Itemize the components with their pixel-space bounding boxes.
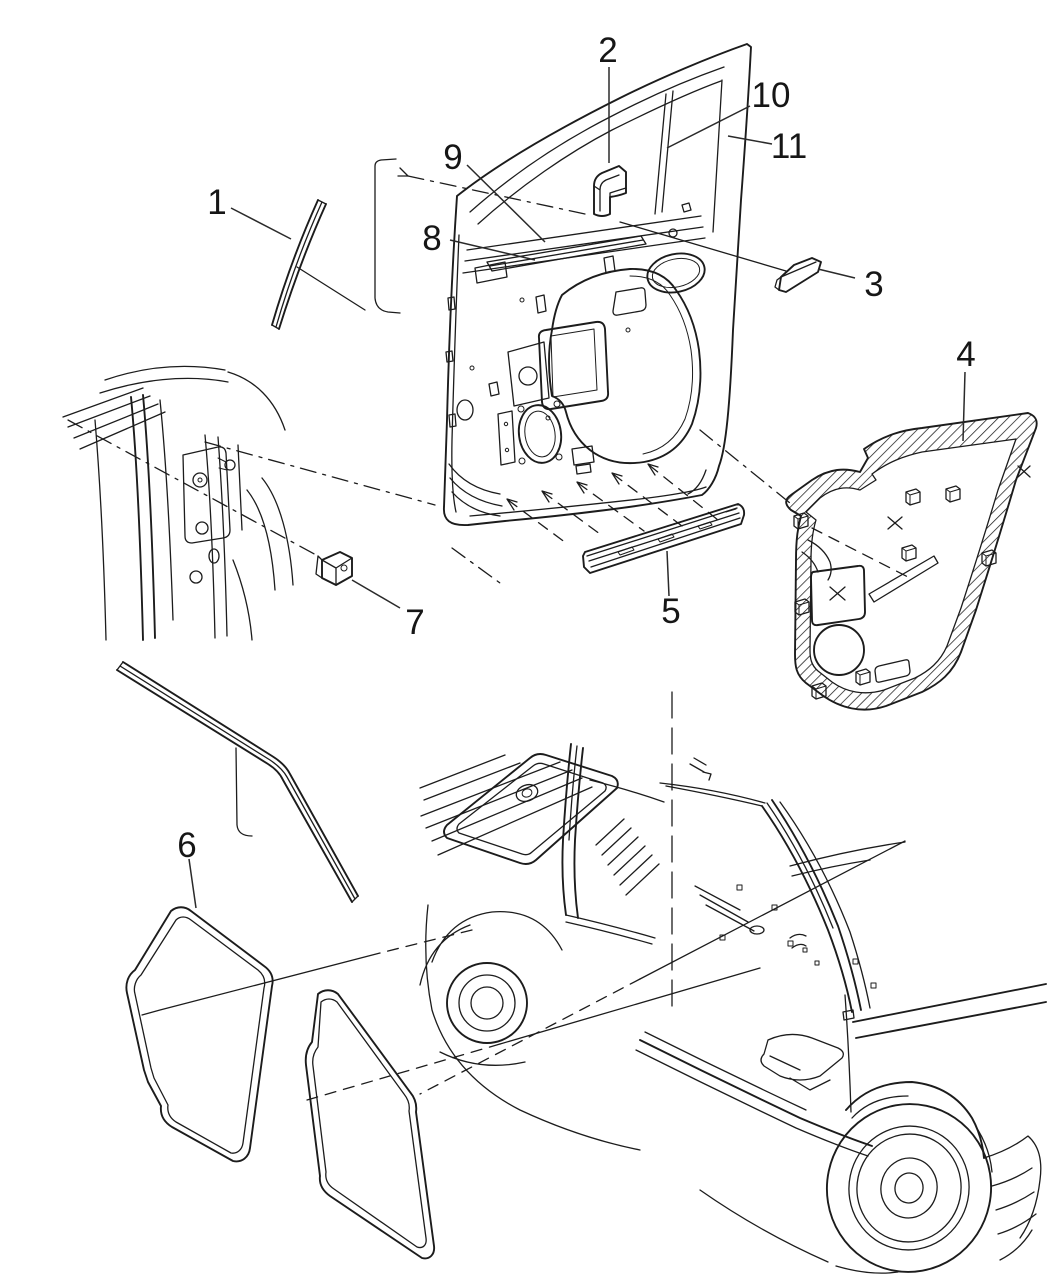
callout-2-label[interactable]: 2	[598, 31, 617, 70]
callout-11-leader	[727, 135, 773, 145]
callout-6-leader	[188, 858, 197, 909]
part-4-watershield-panel	[785, 412, 1038, 711]
callout-5-label[interactable]: 5	[661, 592, 680, 631]
callout-1-label[interactable]: 1	[207, 183, 226, 222]
callout-4-label[interactable]: 4	[956, 335, 975, 374]
part-5-belt-weatherstrip	[451, 429, 791, 584]
part-3-trim-wedge	[619, 221, 822, 293]
callout-5-leader	[666, 550, 670, 597]
callout-7-leader	[351, 579, 401, 609]
projection-arrows-door-to-belt	[451, 429, 791, 584]
callout-4-leader	[962, 371, 966, 442]
callout-leader-lines	[188, 67, 966, 909]
callout-9-leader	[466, 164, 546, 243]
part-7-retainer-clip	[315, 551, 353, 586]
callout-3-leader	[817, 268, 856, 279]
callout-9-label[interactable]: 9	[443, 138, 462, 177]
rear-door-frame-drawing	[443, 43, 752, 526]
callout-3-label[interactable]: 3	[864, 265, 883, 304]
callout-10-label[interactable]: 10	[752, 76, 791, 115]
callout-7-label[interactable]: 7	[405, 603, 424, 642]
callout-11-label[interactable]: 11	[771, 127, 807, 166]
callout-1-leader	[230, 207, 292, 240]
cab-body-illustration	[141, 691, 1047, 1274]
callout-8-label[interactable]: 8	[422, 219, 441, 258]
projection-lines-to-seals	[141, 840, 906, 1101]
part-6-door-opening-seals	[116, 661, 436, 1260]
part-2-corner-cap	[593, 165, 627, 217]
callout-6-label[interactable]: 6	[177, 826, 196, 865]
b-pillar-latch-detail	[62, 365, 436, 641]
callout-8-leader	[449, 239, 536, 261]
callout-labels: 1 2 3 4 5 6 7 8 9 10 11	[177, 31, 975, 865]
callout-10-leader	[666, 105, 751, 149]
